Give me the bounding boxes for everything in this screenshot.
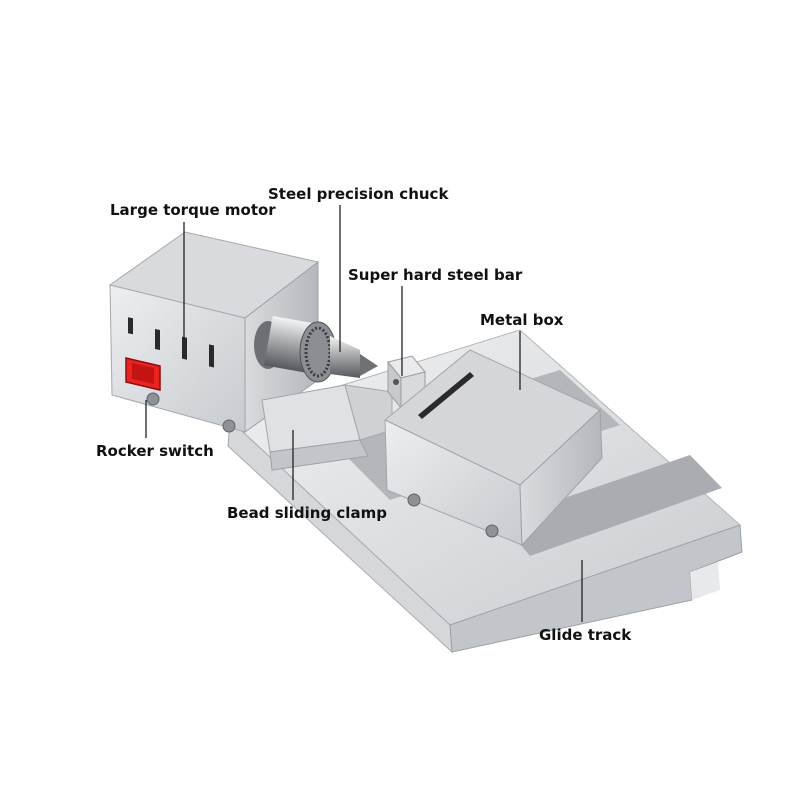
box-slot [418,372,474,419]
vent-slot [209,344,214,368]
label-glide-track: Glide track [539,626,632,644]
motor-housing [108,231,320,433]
steel-chuck [254,316,378,383]
vent-slot [155,328,160,351]
label-metal-box: Metal box [480,311,564,329]
track-groove-right [500,455,722,556]
screw [222,419,236,433]
bead-sliding-clamp [261,384,393,471]
leader-lines [145,205,583,622]
label-bead-sliding-clamp: Bead sliding clamp [227,504,387,522]
track-end-slot [690,562,720,600]
metal-box [384,349,603,547]
box-side [519,408,603,547]
rocker-switch [125,357,161,391]
screw [485,524,499,538]
vent-slot [182,336,187,360]
screw [146,392,160,406]
label-rocker-switch: Rocker switch [96,442,214,460]
vent-slot [128,317,133,335]
screw [407,493,421,507]
label-steel-precision-chuck: Steel precision chuck [268,185,449,203]
label-super-hard-steel-bar: Super hard steel bar [348,266,523,284]
label-large-torque-motor: Large torque motor [110,201,276,219]
